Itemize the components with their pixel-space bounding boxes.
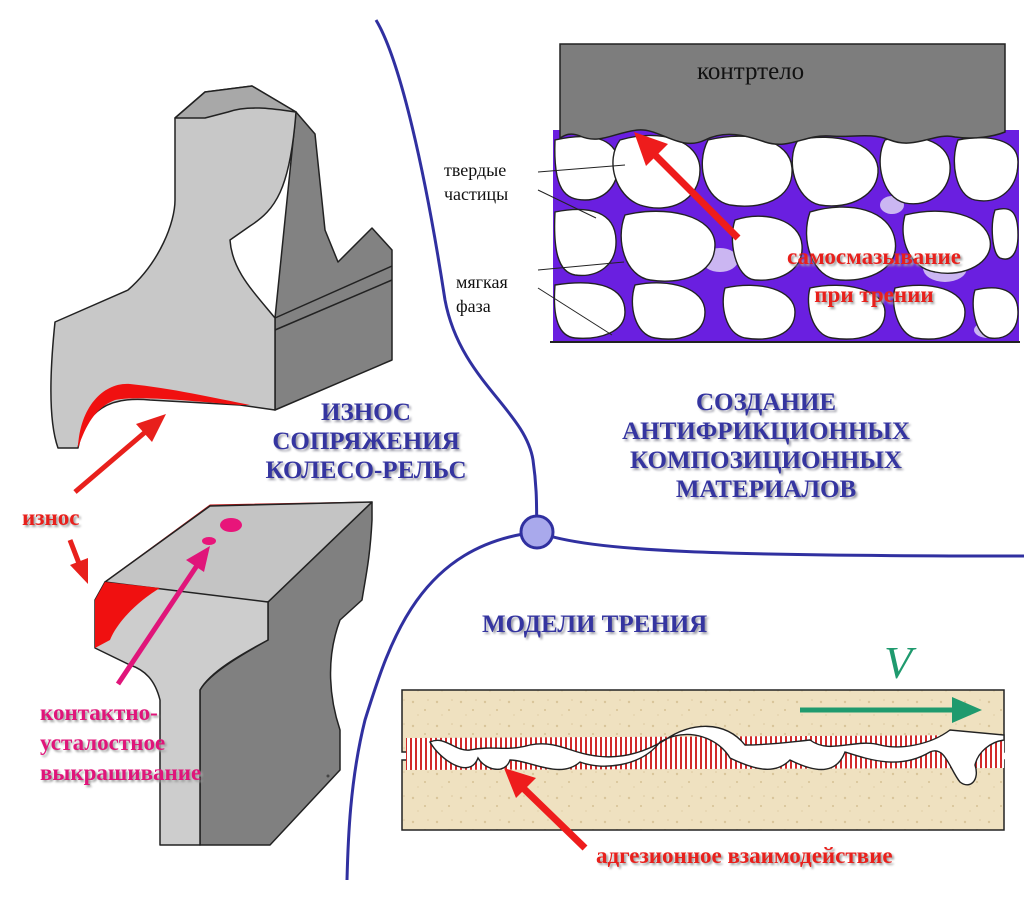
adhesion-arrow-head [504, 768, 536, 798]
rail-wear-zone [95, 582, 160, 648]
velocity-label: V [884, 637, 913, 688]
center-node [519, 514, 555, 550]
composite-illustration [537, 43, 1020, 343]
spalling-spot-small [202, 537, 216, 545]
velocity-arrow-head [952, 697, 982, 723]
lower-body [401, 759, 1005, 831]
wear-arrows [67, 414, 166, 584]
hard-particles [553, 134, 1019, 340]
wheel-wear-zone [78, 383, 250, 448]
adhesion-arrow [517, 782, 588, 851]
spalling-spot-large [220, 518, 242, 532]
self-lubrication-label: самосмазывание при трении [787, 244, 961, 307]
self-lubrication-arrow-head [634, 132, 668, 166]
composites-section-title: СОЗДАНИЕ АНТИФРИКЦИОННЫХ КОМПОЗИЦИОННЫХ … [622, 389, 910, 503]
divider-top [374, 19, 539, 533]
wheel-side-face [274, 111, 393, 411]
section-dividers [345, 19, 1025, 881]
adhesion-label: адгезионное взаимодействие [596, 843, 893, 868]
wheel-groove-line [274, 265, 393, 319]
counterbody-label: контртело [697, 58, 805, 85]
contact-fatigue-label: контактно- усталостное выкрашивание [40, 700, 202, 785]
spalling-arrow [115, 546, 210, 686]
wear-arrow-head-up [136, 414, 166, 442]
divider-bottom [345, 530, 538, 881]
wheel-top-edge [174, 85, 297, 119]
counterbody-block [559, 43, 1006, 145]
wheel-illustration [50, 85, 393, 449]
friction-model-illustration [401, 689, 1005, 851]
wear-arrow-head-down [70, 558, 88, 584]
wheel-front-face [50, 85, 297, 449]
contact-gaps [429, 725, 1005, 786]
wear-section-title: ИЗНОС СОПРЯЖЕНИЯ КОЛЕСО-РЕЛЬС [265, 399, 467, 484]
soft-phase-label: мягкая фаза [456, 272, 508, 316]
hard-particles-label: твердые частицы [444, 160, 509, 204]
label-pointer-lines [537, 164, 626, 336]
rail-front-face [94, 581, 269, 846]
stray-dot [326, 774, 330, 778]
rail-illustration [94, 501, 373, 846]
wear-label: износ [22, 505, 80, 530]
wheel-groove-line-2 [274, 279, 393, 331]
spalling-arrow-head [186, 546, 210, 572]
friction-models-title: МОДЕЛИ ТРЕНИЯ [482, 611, 708, 638]
self-lubrication-arrow [649, 149, 741, 241]
divider-right [536, 530, 1025, 558]
